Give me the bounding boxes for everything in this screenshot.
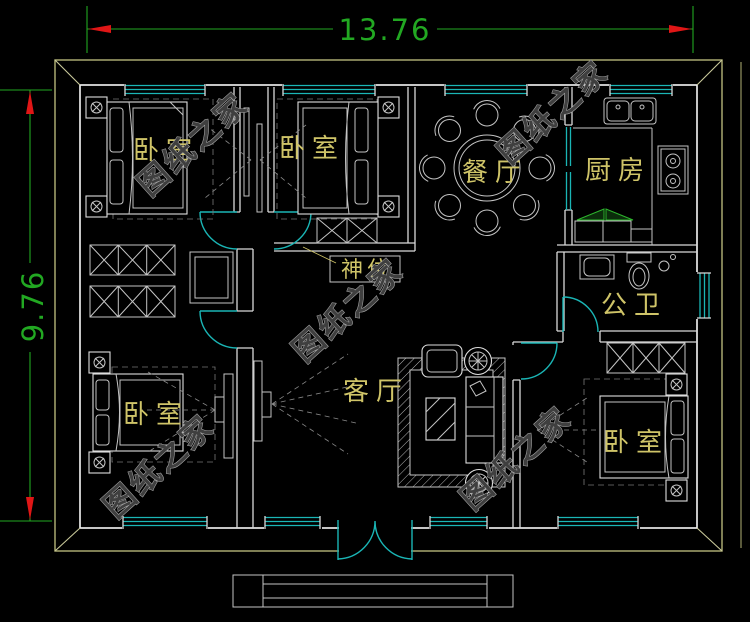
- dimension-height-value: 9.76: [16, 270, 50, 343]
- wardrobe-bedroom-1: [89, 244, 176, 276]
- dimension-top: 13.76: [86, 6, 694, 53]
- room-label-dining: 餐厅: [462, 158, 528, 188]
- wardrobe-hatches: [89, 217, 686, 374]
- sofa-rug: [398, 358, 505, 487]
- window-bottom-4: [557, 516, 640, 529]
- dimension-width-value: 13.76: [338, 13, 431, 47]
- living-room-furniture: [253, 344, 506, 498]
- kitchen-sink: [603, 97, 657, 125]
- window-bottom-3: [429, 516, 489, 529]
- interior-walls: [233, 87, 697, 528]
- room-labels: 卧室 卧室 餐厅 厨房 公卫 客厅 卧室 卧室 神位: [123, 134, 669, 458]
- kitchen-sliding-door: [565, 127, 572, 210]
- kitchen-fixtures: [573, 97, 689, 245]
- tv-cabinet-living: [253, 360, 272, 442]
- bedroom-4-furniture: [536, 373, 689, 502]
- room-label-bedroom-3: 卧室: [123, 400, 189, 430]
- bathroom-fixtures: [579, 252, 676, 290]
- wardrobe-bedroom-2: [316, 217, 378, 244]
- bedroom-4-door: [520, 342, 558, 380]
- window-right-bathroom: [695, 272, 711, 319]
- dining-chairs: [418, 100, 555, 236]
- arrow-up-icon: [26, 91, 34, 114]
- room-label-kitchen: 厨房: [585, 156, 651, 186]
- bathroom-toilet: [626, 252, 652, 290]
- tv-cabinet-bedroom-3: [214, 373, 234, 459]
- side-table-plant-top: [463, 346, 493, 376]
- kitchen-cabinet-doors: [576, 208, 634, 221]
- bedroom-1-furniture: [85, 96, 214, 220]
- kitchen-stove: [657, 145, 689, 195]
- window-bottom-2: [264, 516, 322, 529]
- wardrobe-bedroom-4: [606, 342, 686, 374]
- room-label-bathroom: 公卫: [601, 291, 667, 321]
- bedroom-3-furniture: [88, 351, 234, 474]
- room-label-bedroom-2: 卧室: [279, 134, 345, 164]
- bedroom-3-door: [199, 310, 238, 349]
- window-top-3: [444, 83, 528, 96]
- arrow-right-icon: [669, 25, 692, 33]
- shrine-box: [302, 246, 401, 283]
- bathroom-vanity: [579, 254, 615, 280]
- corridor-panels: [204, 107, 307, 213]
- arrow-down-icon: [26, 497, 34, 520]
- window-top-4: [609, 83, 673, 96]
- doors: [199, 127, 599, 560]
- side-table-plant-bottom: [464, 468, 494, 498]
- room-label-bedroom-1: 卧室: [133, 136, 199, 166]
- bathroom-door: [562, 296, 599, 333]
- bedroom-1-door: [199, 211, 238, 250]
- window-top-1: [124, 83, 206, 96]
- room-label-living: 客厅: [343, 377, 409, 407]
- bathroom-floor-drain: [658, 260, 670, 272]
- coffee-table: [425, 397, 456, 441]
- dining-table: [418, 100, 555, 236]
- window-top-2: [282, 83, 376, 96]
- room-label-bedroom-4: 卧室: [603, 428, 669, 458]
- dimension-left: 9.76: [0, 89, 52, 522]
- window-bottom-1: [122, 516, 208, 529]
- wardrobe-bedroom-3: [89, 285, 176, 318]
- bedroom-2-furniture: [276, 96, 400, 220]
- hall-cabinet: [189, 251, 234, 304]
- armchair: [421, 344, 463, 378]
- room-label-shrine: 神位: [341, 258, 393, 283]
- entrance-double-door: [337, 520, 413, 560]
- entrance-porch-steps: [232, 574, 514, 608]
- sofa: [465, 376, 504, 464]
- arrow-left-icon: [88, 25, 111, 33]
- windows: [122, 83, 711, 529]
